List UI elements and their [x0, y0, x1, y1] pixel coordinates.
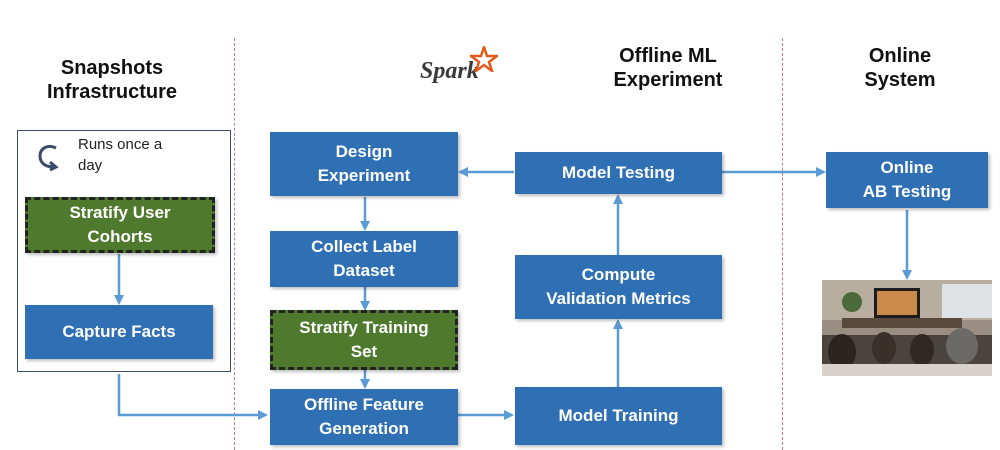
stratify-training-set-label: Stratify Training Set [299, 318, 429, 361]
offline-feature-generation-label: Offline Feature Generation [304, 395, 424, 438]
capture-facts-box: Capture Facts [25, 305, 213, 359]
stratify-user-cohorts-label: Stratify User Cohorts [69, 203, 171, 246]
spark-star-icon [470, 46, 498, 72]
model-testing-label: Model Testing [561, 163, 675, 182]
collect-label-dataset-box: Collect Label Dataset [270, 231, 458, 287]
stratify-training-set-box: Stratify Training Set [270, 310, 458, 370]
online-system-header: Online System [864, 45, 936, 91]
model-testing-box: Model Testing [515, 152, 722, 194]
divider-line-2 [782, 38, 783, 450]
design-experiment-box: Design Experiment [270, 132, 458, 196]
compute-validation-metrics-label: Compute Validation Metrics [546, 265, 691, 308]
online-ab-testing-box: Online AB Testing [826, 152, 988, 208]
online-ab-testing-label: Online AB Testing [862, 158, 952, 201]
collect-label-dataset-label: Collect Label Dataset [311, 237, 417, 280]
runs-once-a-day-note: Runs once a day [78, 136, 163, 174]
stratify-user-cohorts-box: Stratify User Cohorts [25, 197, 215, 253]
snapshots-infrastructure-header: Snapshots Infrastructure [46, 57, 178, 103]
living-room-illustration [822, 280, 992, 376]
offline-ml-experiment-header: Offline ML Experiment [613, 45, 723, 91]
model-training-box: Model Training [515, 387, 722, 445]
spark-logo: Spark [420, 58, 479, 85]
cycle-icon [38, 144, 59, 172]
compute-validation-metrics-box: Compute Validation Metrics [515, 255, 722, 319]
living-room-photo [822, 280, 992, 376]
design-experiment-label: Design Experiment [317, 142, 411, 185]
spark-logo-text: Spark [420, 58, 479, 84]
divider-line-1 [234, 38, 235, 450]
model-training-label: Model Training [558, 406, 679, 425]
capture-facts-label: Capture Facts [62, 322, 176, 341]
offline-feature-generation-box: Offline Feature Generation [270, 389, 458, 445]
